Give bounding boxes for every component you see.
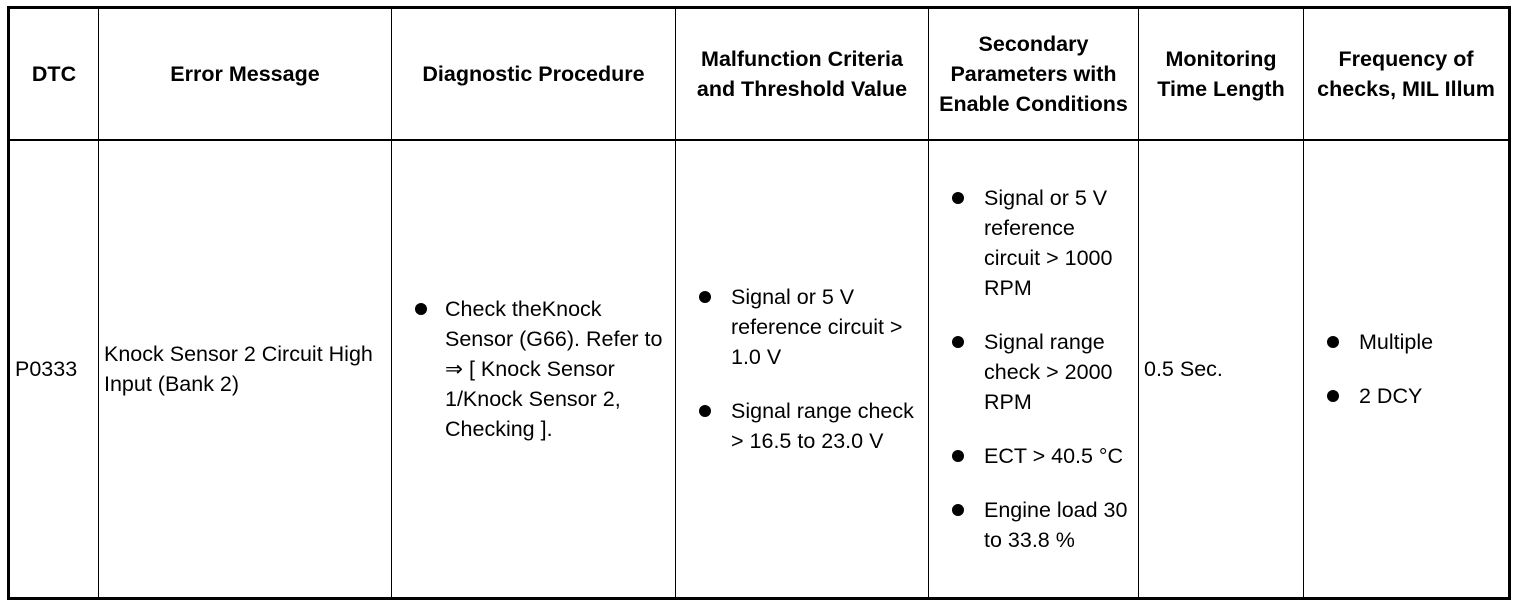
list-item: Engine load 30 to 33.8 %	[934, 495, 1133, 555]
header-diagnostic-procedure: Diagnostic Procedure	[391, 7, 676, 141]
list-item: Multiple	[1309, 327, 1503, 357]
list-item: ECT > 40.5 °C	[934, 441, 1133, 471]
header-frequency: Frequency of checks, MIL Illum	[1303, 7, 1510, 141]
error-message: Knock Sensor 2 Circuit High Input (Bank …	[98, 139, 392, 599]
header-error-message: Error Message	[98, 7, 392, 141]
frequency-cell: Multiple 2 DCY	[1303, 139, 1510, 599]
list-item-text: Multiple	[1359, 330, 1434, 354]
diagnostic-procedure-cell: Check theKnock Sensor (G66). Refer to ⇒ …	[391, 139, 676, 599]
bullet-icon	[952, 504, 964, 516]
list-item-text: Check theKnock Sensor (G66). Refer to ⇒ …	[445, 297, 663, 441]
bullet-icon	[952, 336, 964, 348]
bullet-icon	[415, 303, 427, 315]
malfunction-criteria-cell: Signal or 5 V reference circuit > 1.0 V S…	[675, 139, 929, 599]
header-dtc: DTC	[8, 7, 99, 141]
list-item: Signal range check > 16.5 to 23.0 V	[681, 396, 923, 456]
list-item-text: ECT > 40.5 °C	[984, 444, 1124, 468]
diagnostic-procedure-list: Check theKnock Sensor (G66). Refer to ⇒ …	[397, 294, 670, 444]
secondary-parameters-list: Signal or 5 V reference circuit > 1000 R…	[934, 183, 1133, 555]
list-item-text: Signal range check > 2000 RPM	[984, 330, 1113, 414]
bullet-icon	[1327, 336, 1339, 348]
bullet-icon	[952, 450, 964, 462]
dtc-code: P0333	[8, 139, 99, 599]
list-item: Check theKnock Sensor (G66). Refer to ⇒ …	[397, 294, 670, 444]
table-row: P0333 Knock Sensor 2 Circuit High Input …	[8, 139, 1510, 599]
dtc-table: DTC Error Message Diagnostic Procedure M…	[7, 6, 1511, 600]
list-item-text: Signal range check > 16.5 to 23.0 V	[731, 399, 914, 453]
bullet-icon	[699, 405, 711, 417]
list-item: Signal range check > 2000 RPM	[934, 327, 1133, 417]
list-item: Signal or 5 V reference circuit > 1000 R…	[934, 183, 1133, 303]
list-item: 2 DCY	[1309, 381, 1503, 411]
frequency-list: Multiple 2 DCY	[1309, 327, 1503, 411]
list-item: Signal or 5 V reference circuit > 1.0 V	[681, 282, 923, 372]
bullet-icon	[699, 291, 711, 303]
list-item-text: Signal or 5 V reference circuit > 1000 R…	[984, 186, 1113, 300]
header-secondary-parameters: Secondary Parameters with Enable Conditi…	[928, 7, 1139, 141]
list-item-text: Engine load 30 to 33.8 %	[984, 498, 1128, 552]
bullet-icon	[1327, 390, 1339, 402]
header-malfunction-criteria: Malfunction Criteria and Threshold Value	[675, 7, 929, 141]
bullet-icon	[952, 192, 964, 204]
monitoring-time: 0.5 Sec.	[1138, 139, 1304, 599]
header-row: DTC Error Message Diagnostic Procedure M…	[8, 7, 1510, 141]
secondary-parameters-cell: Signal or 5 V reference circuit > 1000 R…	[928, 139, 1139, 599]
malfunction-criteria-list: Signal or 5 V reference circuit > 1.0 V S…	[681, 282, 923, 456]
list-item-text: Signal or 5 V reference circuit > 1.0 V	[731, 285, 903, 369]
list-item-text: 2 DCY	[1359, 384, 1423, 408]
header-monitoring-time: Monitoring Time Length	[1138, 7, 1304, 141]
